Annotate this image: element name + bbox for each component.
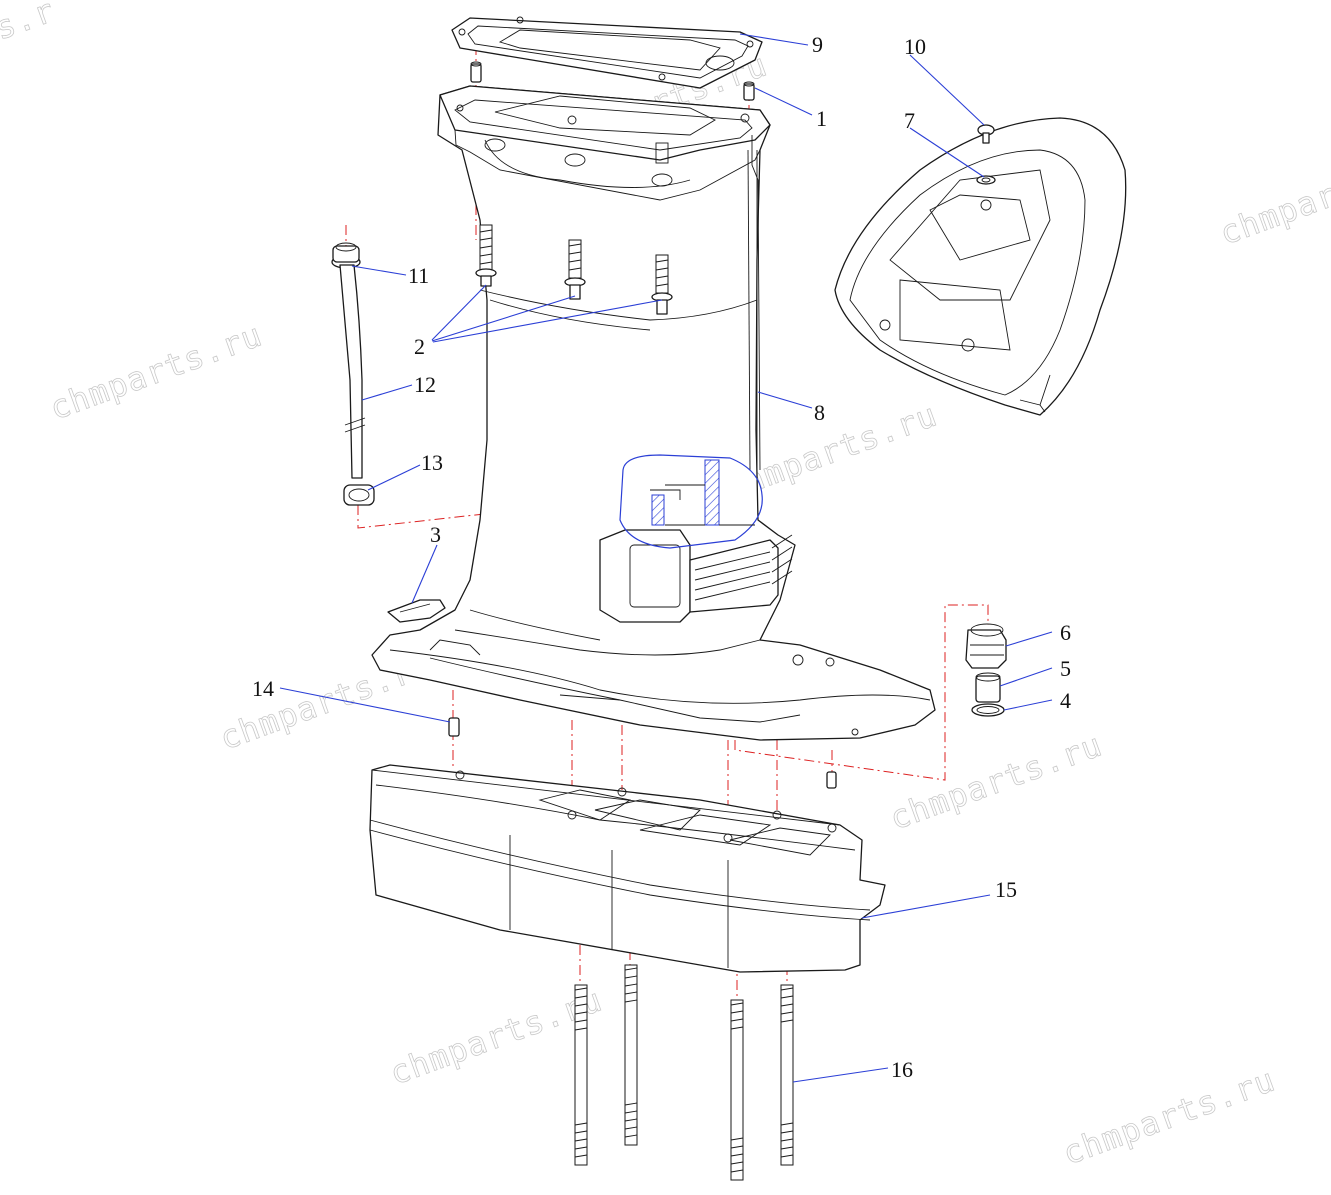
callout-14: 14 — [252, 676, 274, 701]
inset-detail-view — [834, 117, 1127, 416]
callout-12: 12 — [414, 372, 436, 397]
watermark-text: chmparts.ru — [1215, 141, 1331, 253]
callout-13: 13 — [421, 450, 443, 475]
callout-3: 3 — [430, 522, 441, 547]
callout-11: 11 — [408, 263, 429, 288]
stud-bolts — [475, 224, 673, 315]
long-studs — [574, 964, 794, 1181]
small-clip — [387, 599, 446, 623]
callout-8: 8 — [814, 400, 825, 425]
callout-16: 16 — [891, 1057, 913, 1082]
water-tube-assembly — [331, 242, 375, 506]
callout-10: 10 — [904, 34, 926, 59]
callout-9: 9 — [812, 32, 823, 57]
watermark-text: chmparts.ru — [1058, 1061, 1280, 1173]
top-gasket — [451, 16, 763, 89]
callout-15: 15 — [995, 877, 1017, 902]
callout-7: 7 — [904, 108, 915, 133]
leader-lines — [279, 33, 1053, 1083]
watermark-text: chmparts.ru — [385, 981, 607, 1093]
driveshaft-housing — [371, 85, 936, 741]
water-intake-grill — [689, 534, 793, 613]
dowel-pins — [470, 61, 755, 101]
lower-extension-spacer — [369, 764, 886, 973]
bottom-dowel — [448, 717, 837, 789]
callout-2: 2 — [414, 334, 425, 359]
watermark-text: s.r — [0, 0, 60, 48]
callout-labels: 9 1 10 7 11 2 12 8 13 3 6 5 14 4 15 16 — [252, 32, 1071, 1082]
callout-4: 4 — [1060, 688, 1071, 713]
watermark-text: chmparts.ru — [45, 316, 267, 428]
callout-6: 6 — [1060, 620, 1071, 645]
water-screen-parts — [965, 623, 1007, 717]
callout-5: 5 — [1060, 656, 1071, 681]
callout-1: 1 — [816, 106, 827, 131]
watermark-text: chmparts.ru — [885, 726, 1107, 838]
